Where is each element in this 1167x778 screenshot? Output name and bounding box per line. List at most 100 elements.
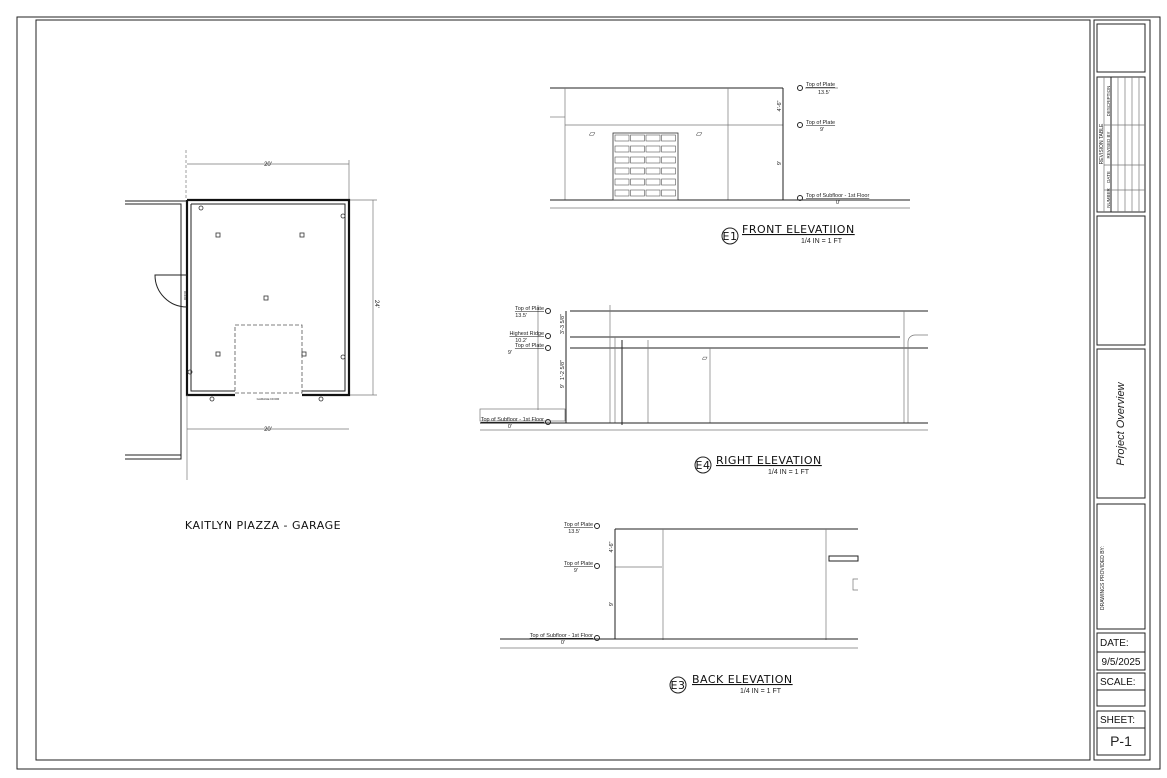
- garage-door: [612, 132, 679, 201]
- garage-door-panel: [630, 134, 645, 142]
- dim-bottom: 20': [264, 427, 272, 433]
- garage-door-panel: [645, 189, 661, 197]
- sheet-name: Project Overview: [1115, 381, 1127, 465]
- svg-text:9': 9': [508, 350, 512, 356]
- svg-text:SCALE:: SCALE:: [1100, 677, 1136, 688]
- project-title: KAITLYN PIAZZA - GARAGE: [185, 519, 341, 532]
- elevation-title: RIGHT ELEVATION: [716, 454, 822, 467]
- svg-text:Top of Subfloor - 1st Floor: Top of Subfloor - 1st Floor: [481, 417, 544, 423]
- svg-text:Top of Subfloor - 1st Floor: Top of Subfloor - 1st Floor: [806, 193, 869, 199]
- svg-text:Top of Plate: Top of Plate: [806, 82, 835, 88]
- title-block: REVISION TABLE NUMBER DATE REVISED BY DE…: [1096, 23, 1146, 756]
- svg-text:0': 0': [508, 424, 512, 430]
- garage-door-panel: [645, 134, 661, 142]
- svg-text:9': 9': [609, 602, 615, 606]
- garage-door-panel: [630, 189, 645, 197]
- svg-text:GARAGE DOOR: GARAGE DOOR: [257, 397, 281, 401]
- garage-door-panel: [661, 167, 676, 175]
- svg-text:DATE:: DATE:: [1100, 638, 1129, 649]
- svg-text:1/4 IN = 1 FT: 1/4 IN = 1 FT: [768, 469, 810, 476]
- svg-text:Top of Plate: Top of Plate: [515, 306, 544, 312]
- svg-text:4'-6": 4'-6": [609, 541, 615, 552]
- wall-lamp-icon: ▱: [696, 129, 703, 138]
- garage-door-panel: [661, 189, 676, 197]
- svg-text:Highest Ridge: Highest Ridge: [509, 331, 544, 337]
- svg-text:9': 9': [777, 161, 783, 165]
- svg-text:Top of Plate: Top of Plate: [564, 522, 593, 528]
- svg-text:E4: E4: [696, 459, 711, 472]
- svg-text:NUMBER: NUMBER: [1106, 188, 1111, 208]
- garage-door-panel: [661, 145, 676, 153]
- light-fixtures: [187, 205, 346, 402]
- svg-text:0': 0': [561, 640, 565, 646]
- date-value: 9/5/2025: [1102, 657, 1141, 668]
- outer-border: [16, 16, 1161, 770]
- svg-text:Top of Plate: Top of Plate: [564, 561, 593, 567]
- svg-text:4'-6": 4'-6": [777, 100, 783, 111]
- svg-text:1'-2 5/8": 1'-2 5/8": [560, 360, 566, 380]
- garage-door-panel: [630, 145, 645, 153]
- svg-text:Top of Subfloor - 1st Floor: Top of Subfloor - 1st Floor: [530, 633, 593, 639]
- svg-text:SHEET:: SHEET:: [1100, 715, 1135, 726]
- garage-door-panel: [630, 156, 645, 164]
- door-swing: [154, 274, 188, 308]
- garage-door-panel: [614, 156, 630, 164]
- elevation-title: BACK ELEVATION: [692, 673, 793, 686]
- logo-box: [1096, 23, 1146, 73]
- garage-door-panel: [614, 134, 630, 142]
- elevation-title: FRONT ELEVATIION: [742, 223, 855, 236]
- elevation-tag: [694, 456, 712, 474]
- garage-door-panel: [614, 178, 630, 186]
- svg-text:DOOR: DOOR: [183, 291, 187, 301]
- title-block-border: [1093, 19, 1151, 761]
- svg-text:Top of Plate: Top of Plate: [806, 120, 835, 126]
- svg-text:1/4 IN = 1 FT: 1/4 IN = 1 FT: [740, 688, 782, 695]
- garage-door-panel: [661, 134, 676, 142]
- svg-text:13.5': 13.5': [515, 313, 527, 319]
- svg-text:REVISION TABLE: REVISION TABLE: [1099, 123, 1105, 164]
- svg-text:E3: E3: [671, 679, 686, 692]
- garage-door-panel: [645, 178, 661, 186]
- svg-text:0': 0': [836, 200, 840, 206]
- svg-text:E1: E1: [723, 230, 738, 243]
- garage-door-panel: [661, 156, 676, 164]
- garage-door-panel: [645, 145, 661, 153]
- dim-top: 20': [264, 162, 272, 168]
- revision-table: [1096, 76, 1146, 213]
- elevation-tag: [669, 676, 687, 694]
- sheet-number: P-1: [1110, 733, 1132, 749]
- wall-lamp-icon: ▱: [702, 355, 708, 362]
- garage-door-panel: [630, 167, 645, 175]
- svg-text:Top of Plate: Top of Plate: [515, 343, 544, 349]
- right-elevation: ▱ 3'-3 5/8" 1'-2 5/8" 9' Top of Plate13.…: [479, 305, 928, 476]
- garage-door-panel: [645, 167, 661, 175]
- svg-text:10.2': 10.2': [515, 338, 527, 344]
- wall-lamp-icon: ▱: [589, 129, 596, 138]
- level-marker: Top of Plate 13.5': [797, 82, 838, 96]
- garage-door-panel: [614, 145, 630, 153]
- svg-text:DATE: DATE: [1106, 171, 1111, 183]
- garage-door-panel: [661, 178, 676, 186]
- dim-right: 24': [373, 300, 379, 308]
- garage-door-panel: [614, 189, 630, 197]
- svg-text:9': 9': [560, 384, 566, 388]
- floor-plan: 20' 24' 20' DOOR GARAGE DOOR KAITLYN PIA…: [125, 150, 379, 532]
- svg-text:9': 9': [820, 127, 824, 133]
- svg-text:1/4 IN = 1 FT: 1/4 IN = 1 FT: [801, 238, 843, 245]
- drawings-provided-by: DRAWINGS PROVIDED BY:: [1100, 546, 1106, 610]
- garage-door-panel: [614, 167, 630, 175]
- svg-text:13.5': 13.5': [818, 90, 830, 96]
- garage-door-panel: [645, 156, 661, 164]
- elevation-tag: [721, 227, 739, 245]
